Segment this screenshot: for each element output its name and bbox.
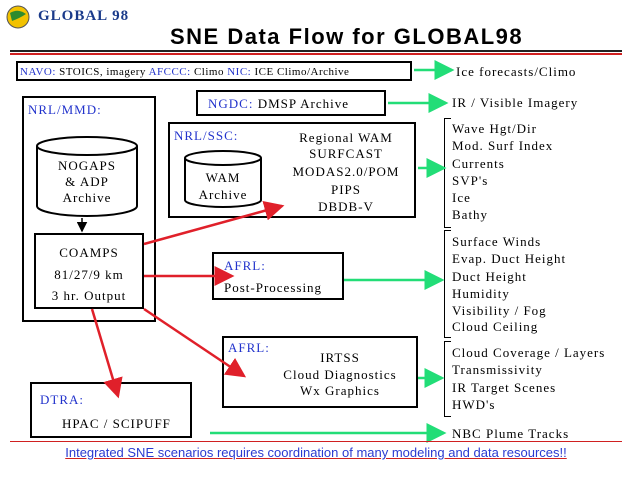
wam-archive: WAM Archive — [183, 150, 263, 210]
cloud-item-4: HWD's — [452, 397, 496, 412]
ocean-item-2: Mod. Surf Index — [452, 138, 554, 153]
nogaps-line-1: NOGAPS — [57, 158, 116, 173]
ocean-item-4: SVP's — [452, 173, 489, 188]
atmos-bracket — [444, 230, 451, 338]
atmos-item-6: Cloud Ceiling — [452, 319, 539, 334]
output-ir: IR / Visible Imagery — [452, 95, 579, 110]
afrl-pp-label: AFRL: — [224, 258, 266, 273]
ocean-item-6: Bathy — [452, 207, 489, 222]
footer-divider — [10, 441, 622, 442]
coamps-box: COAMPS 81/27/9 km 3 hr. Output — [34, 233, 144, 309]
ocean-bracket — [444, 118, 451, 228]
coamps-line-2: 81/27/9 km — [54, 267, 124, 282]
afccc-desc: Climo — [190, 66, 228, 78]
database-cylinder-icon — [36, 136, 138, 217]
ngdc-box: NGDC: DMSP Archive — [196, 90, 386, 116]
dtra-box: DTRA: HPAC / SCIPUFF — [30, 382, 192, 438]
globe-logo-icon — [6, 5, 30, 29]
wam-line-1: WAM — [205, 170, 241, 185]
ssc-product-3: MODAS2.0/POM — [292, 164, 400, 179]
atmos-item-4: Humidity — [452, 286, 510, 301]
coamps-line-3: 3 hr. Output — [51, 288, 127, 303]
navo-desc: STOICS, imagery — [55, 66, 149, 78]
nogaps-archive: NOGAPS & ADP Archive — [35, 136, 139, 218]
cloud-item-2: Transmissivity — [452, 362, 543, 377]
coamps-line-1: COAMPS — [59, 245, 119, 260]
nrl-mmd-label: NRL/MMD: — [28, 102, 102, 117]
navo-text: NAVO: STOICS, imagery AFCCC: Climo NIC: … — [20, 64, 349, 80]
logo-text: GLOBAL 98 — [38, 8, 130, 24]
output-nbc: NBC Plume Tracks — [452, 426, 570, 441]
afrl-ir-line-3: Wx Graphics — [300, 383, 380, 398]
afccc-org: AFCCC: — [148, 66, 191, 78]
atmos-item-5: Visibility / Fog — [452, 303, 547, 318]
atmos-item-2: Evap. Duct Height — [452, 251, 567, 266]
atmos-item-1: Surface Winds — [452, 234, 542, 249]
wam-line-2: Archive — [198, 187, 248, 202]
ocean-item-1: Wave Hgt/Dir — [452, 121, 537, 136]
ssc-product-5: DBDB-V — [318, 199, 374, 214]
nic-desc: ICE Climo/Archive — [251, 66, 350, 78]
afrl-ir-line-2: Cloud Diagnostics — [283, 367, 397, 382]
afrl-irtss-box: AFRL: IRTSS Cloud Diagnostics Wx Graphic… — [222, 336, 418, 408]
ngdc-desc: DMSP Archive — [253, 96, 350, 111]
dtra-label: DTRA: — [40, 392, 84, 407]
dtra-text: HPAC / SCIPUFF — [62, 416, 171, 431]
footer-note: Integrated SNE scenarios requires coordi… — [65, 445, 567, 460]
title-divider-red — [10, 53, 622, 55]
afrl-postprocessing-box: AFRL: Post-Processing — [212, 252, 344, 300]
navo-org: NAVO: — [20, 66, 56, 78]
ocean-item-5: Ice — [452, 190, 471, 205]
ngdc-org: NGDC: — [208, 96, 254, 111]
nic-org: NIC: — [227, 66, 252, 78]
nrl-ssc-label: NRL/SSC: — [174, 128, 239, 143]
afrl-ir-line-1: IRTSS — [320, 350, 360, 365]
atmos-item-3: Duct Height — [452, 269, 527, 284]
cloud-bracket — [444, 341, 451, 417]
navo-box: NAVO: STOICS, imagery AFCCC: Climo NIC: … — [16, 61, 412, 81]
ngdc-text: NGDC: DMSP Archive — [208, 96, 349, 112]
cloud-item-1: Cloud Coverage / Layers — [452, 345, 606, 360]
ssc-product-2: SURFCAST — [309, 146, 383, 161]
afrl-pp-text: Post-Processing — [224, 280, 323, 295]
output-ice: Ice forecasts/Climo — [456, 64, 577, 79]
database-cylinder-icon — [184, 150, 262, 208]
logo — [4, 4, 34, 30]
ssc-product-1: Regional WAM — [299, 130, 393, 145]
nogaps-line-3: Archive — [62, 190, 112, 205]
title-divider — [10, 50, 622, 52]
ocean-item-3: Currents — [452, 156, 505, 171]
nogaps-line-2: & ADP — [65, 174, 109, 189]
ssc-product-4: PIPS — [330, 182, 362, 197]
page-title: SNE Data Flow for GLOBAL98 — [170, 24, 524, 49]
cloud-item-3: IR Target Scenes — [452, 380, 557, 395]
